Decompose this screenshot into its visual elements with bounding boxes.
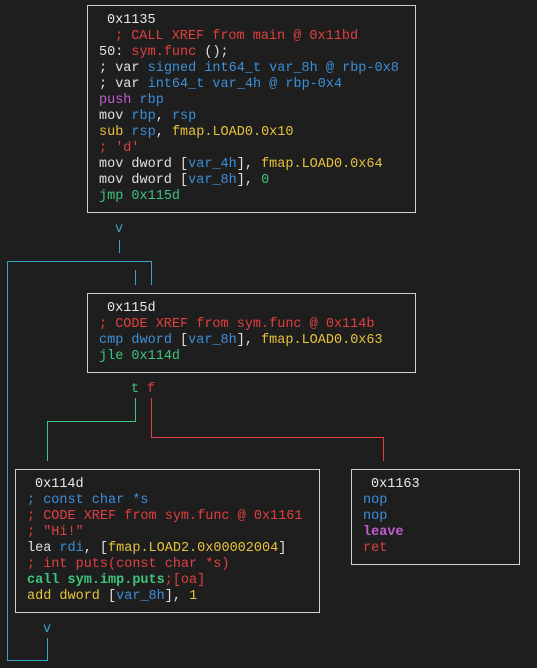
immediate-value: 1 [189,589,198,604]
opcode-push: push [99,93,132,108]
xref-comment: ; CODE XREF from sym.func @ 0x1161 [27,509,303,524]
bracket: [ [180,333,189,348]
opcode-ret: ret [363,541,388,556]
char-comment: ; 'd' [99,141,140,156]
var-4h-ref[interactable]: var_4h [188,157,237,172]
opcode-add-dword: add dword [27,589,100,604]
sig-num: 50: [99,45,124,60]
register-rsp: rsp [171,109,197,124]
bracket: [ [180,157,189,172]
bracket: ], [236,333,253,348]
edge-false [151,398,384,461]
opcode-mov-dword: mov dword [99,173,172,188]
edge-arrow-down-loop: v [43,622,52,637]
block-address: 0x1135 [107,13,156,28]
bracket: , [ [83,541,109,556]
opcode-nop: nop [363,493,388,508]
block-address: 0x114d [35,477,84,492]
var-8h-ref[interactable]: var_8h [188,173,237,188]
comma: , [155,125,164,140]
puts-comment: ; int puts(const char *s) [27,557,230,572]
var-8h-location: rbp-0x8 [342,61,399,76]
jump-target[interactable]: 0x114d [131,349,181,364]
opcode-leave: leave [363,525,404,540]
register-rdi: rdi [59,541,84,556]
edge-loop-back [7,261,152,661]
call-target[interactable]: sym.imp.puts [67,573,165,588]
size-dword: dword [131,333,172,348]
var-8h-ref[interactable]: var_8h [188,333,237,348]
var-at: @ [269,77,278,92]
basic-block-0x1135[interactable]: 0x1135 ; CALL XREF from main @ 0x11bd 50… [87,5,416,213]
var-8h-ref[interactable]: var_8h [116,589,165,604]
comma: , [155,109,164,124]
sig-args: (); [204,45,229,60]
register-rbp: rbp [139,93,164,108]
bracket: ], [236,173,253,188]
function-name[interactable]: sym.func [131,45,197,60]
var-8h-decl: signed int64_t var_8h [147,61,318,76]
var-decl-prefix: ; var [99,77,140,92]
bracket: ], [164,589,181,604]
var-4h-decl: int64_t var_4h [147,77,262,92]
opcode-lea: lea [27,541,52,556]
opcode-jle: jle [99,349,124,364]
edge-true-label: t [131,382,140,397]
opcode-cmp: cmp [99,333,124,348]
bracket: ], [236,157,253,172]
jump-target[interactable]: 0x115d [131,189,181,204]
call-comment: ;[oa] [164,573,206,588]
opcode-mov-dword: mov dword [99,157,172,172]
var-at: @ [325,61,334,76]
address-value[interactable]: fmap.LOAD2.0x00002004 [108,541,279,556]
immediate-value: fmap.LOAD0.0x10 [171,125,294,140]
param-comment: ; const char *s [27,493,149,508]
immediate-value: 0 [261,173,270,188]
bracket: ] [278,541,287,556]
immediate-value: fmap.LOAD0.0x64 [261,157,383,172]
block-address: 0x115d [107,301,156,316]
opcode-sub: sub [99,125,124,140]
edge-arrow-down: v [115,222,124,237]
register-rbp: rbp [131,109,156,124]
basic-block-0x115d[interactable]: 0x115d ; CODE XREF from sym.func @ 0x114… [87,293,416,373]
opcode-jmp: jmp [99,189,124,204]
block-address: 0x1163 [371,477,420,492]
opcode-call: call [27,573,60,588]
string-comment: ; "Hi!" [27,525,84,540]
opcode-nop: nop [363,509,388,524]
opcode-mov: mov [99,109,124,124]
edge-true [47,398,136,461]
bracket: [ [180,173,189,188]
xref-comment: ; CODE XREF from sym.func @ 0x114b [99,317,375,332]
immediate-value: fmap.LOAD0.0x63 [261,333,383,348]
var-decl-prefix: ; var [99,61,140,76]
xref-comment: ; CALL XREF from main @ 0x11bd [115,29,359,44]
edge-false-label: f [147,382,156,397]
register-rsp: rsp [131,125,156,140]
bracket: [ [108,589,117,604]
basic-block-0x1163[interactable]: 0x1163 nop nop leave ret [351,469,520,565]
basic-block-0x114d[interactable]: 0x114d ; const char *s ; CODE XREF from … [15,469,320,613]
var-4h-location: rbp-0x4 [285,77,343,92]
